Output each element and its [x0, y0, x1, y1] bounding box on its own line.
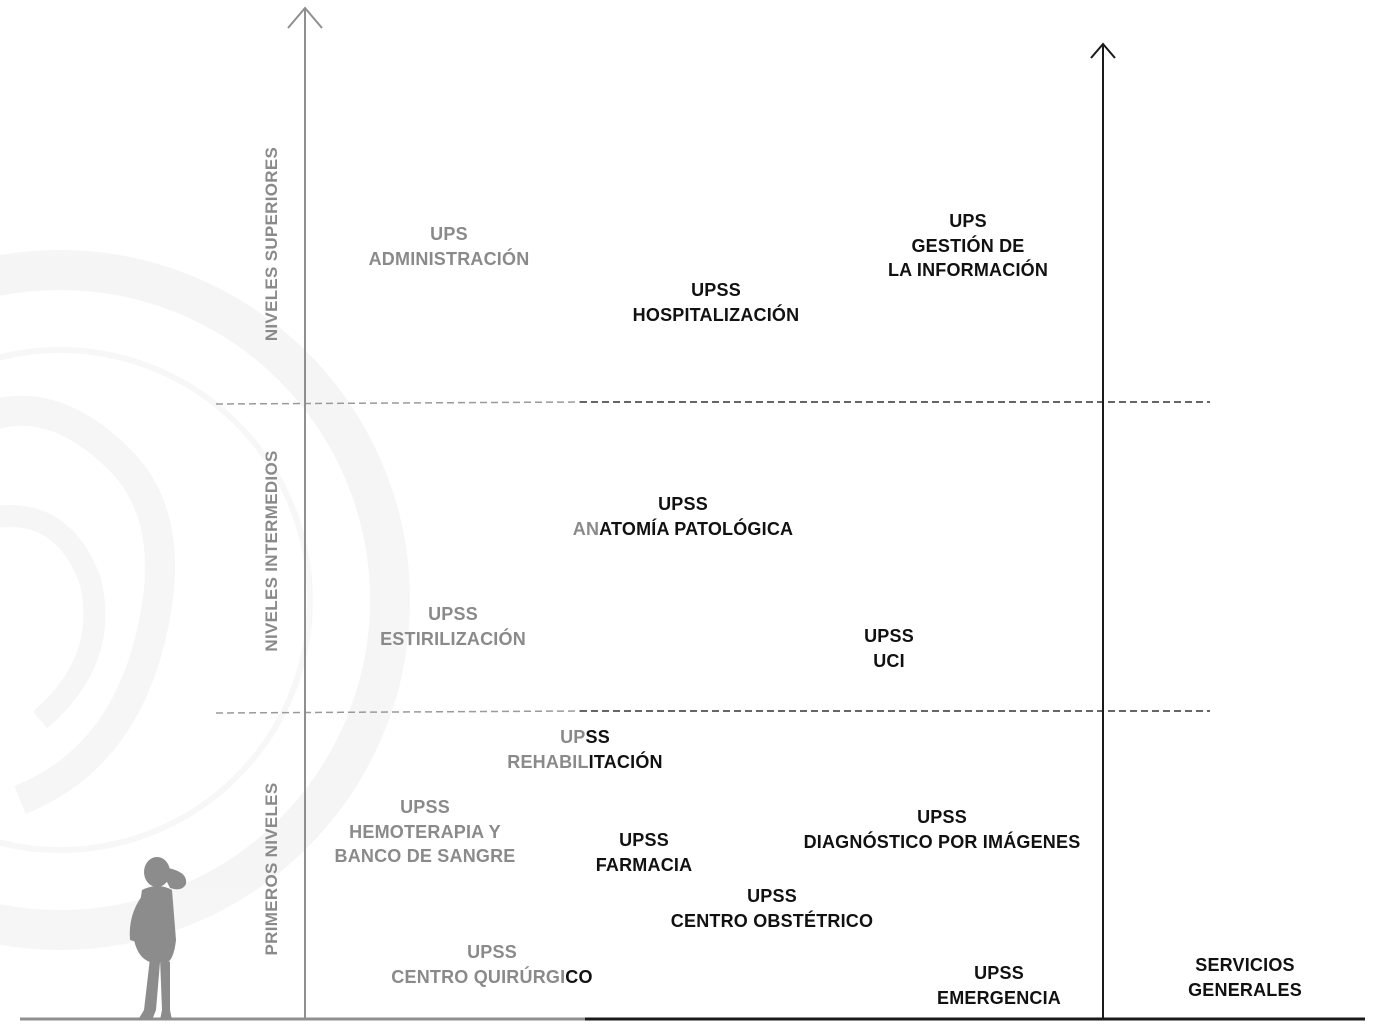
- servicios-generales-label: SERVICIOS GENERALES: [1188, 955, 1302, 1000]
- unit-centro-quirurgico: UPSS CENTRO QUIRÚRGICO: [391, 942, 593, 987]
- unit-centro-obstetrico: UPSS CENTRO OBSTÉTRICO: [670, 886, 874, 931]
- watermark-seal: [0, 250, 410, 950]
- unit-hospitalizacion: UPSS HOSPITALIZACIÓN: [632, 280, 800, 325]
- separator-lower-light: [215, 710, 581, 714]
- person-silhouette: [129, 857, 187, 1020]
- left-axis-arrowhead: [287, 6, 323, 29]
- unit-administracion: UPS ADMINISTRACIÓN: [368, 224, 530, 269]
- unit-uci: UPSS UCI: [864, 626, 914, 671]
- unit-farmacia: UPSS FARMACIA: [595, 830, 693, 875]
- level-label-superiores: NIVELES SUPERIORES: [262, 146, 281, 342]
- unit-hemoterapia: UPSS HEMOTERAPIA Y BANCO DE SANGRE: [334, 797, 516, 866]
- level-label-primeros: PRIMEROS NIVELES: [262, 782, 281, 956]
- unit-gestion-informacion: UPS GESTIÓN DE LA INFORMACIÓN: [887, 211, 1049, 280]
- unit-diagnostico-imagenes: UPSS DIAGNÓSTICO POR IMÁGENES: [803, 807, 1081, 852]
- level-label-intermedios: NIVELES INTERMEDIOS: [262, 450, 281, 652]
- unit-emergencia: UPSS EMERGENCIA: [936, 963, 1062, 1008]
- unit-esterilizacion: UPSS ESTIRILIZACIÓN: [380, 604, 526, 649]
- unit-rehabilitacion: UPSS REHABILITACIÓN: [507, 727, 663, 772]
- separator-upper-light: [215, 401, 581, 405]
- right-axis-arrowhead: [1090, 42, 1116, 59]
- unit-anatomia-patologica: UPSS ANATOMÍA PATOLÓGICA: [572, 494, 794, 539]
